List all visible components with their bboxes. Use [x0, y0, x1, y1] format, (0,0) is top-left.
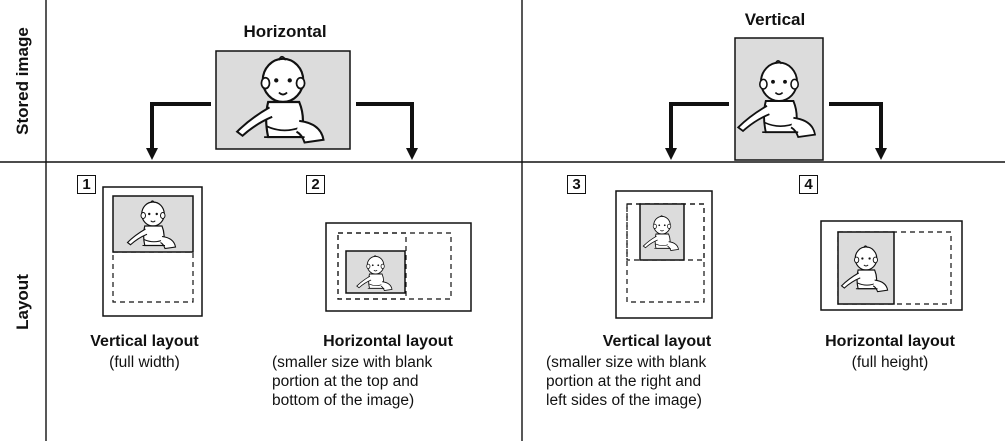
arrow-to-layout-3-head [665, 148, 677, 160]
layout-number-2: 2 [306, 175, 325, 194]
layout-4-desc: (full height) [851, 354, 929, 371]
layout-2-title: Horizontal layout [323, 333, 453, 350]
layout-number-3: 3 [567, 175, 586, 194]
layout-1-title: Vertical layout [90, 333, 199, 350]
layout-4-title: Horizontal layout [825, 333, 955, 350]
vertical-title: Vertical [744, 10, 806, 29]
arrow-to-layout-1-head [146, 148, 158, 160]
arrow-to-layout-3 [669, 102, 729, 150]
layout-number-1: 1 [77, 175, 96, 194]
arrow-to-layout-2-head [406, 148, 418, 160]
horizontal-title: Horizontal [243, 22, 327, 41]
layout-number-4: 4 [799, 175, 818, 194]
arrow-to-layout-4 [829, 102, 883, 150]
layout-3-title: Vertical layout [602, 333, 712, 350]
arrow-to-layout-2 [356, 102, 414, 150]
arrow-to-layout-4-head [875, 148, 887, 160]
layout-2-dashed-left [337, 232, 407, 300]
arrow-to-layout-1 [150, 102, 211, 150]
layout-1-desc: (full width) [109, 354, 180, 371]
layout-3-desc: (smaller size with blank portion at the … [546, 354, 707, 409]
layout-2-desc: (smaller size with blank portion at the … [272, 354, 433, 409]
